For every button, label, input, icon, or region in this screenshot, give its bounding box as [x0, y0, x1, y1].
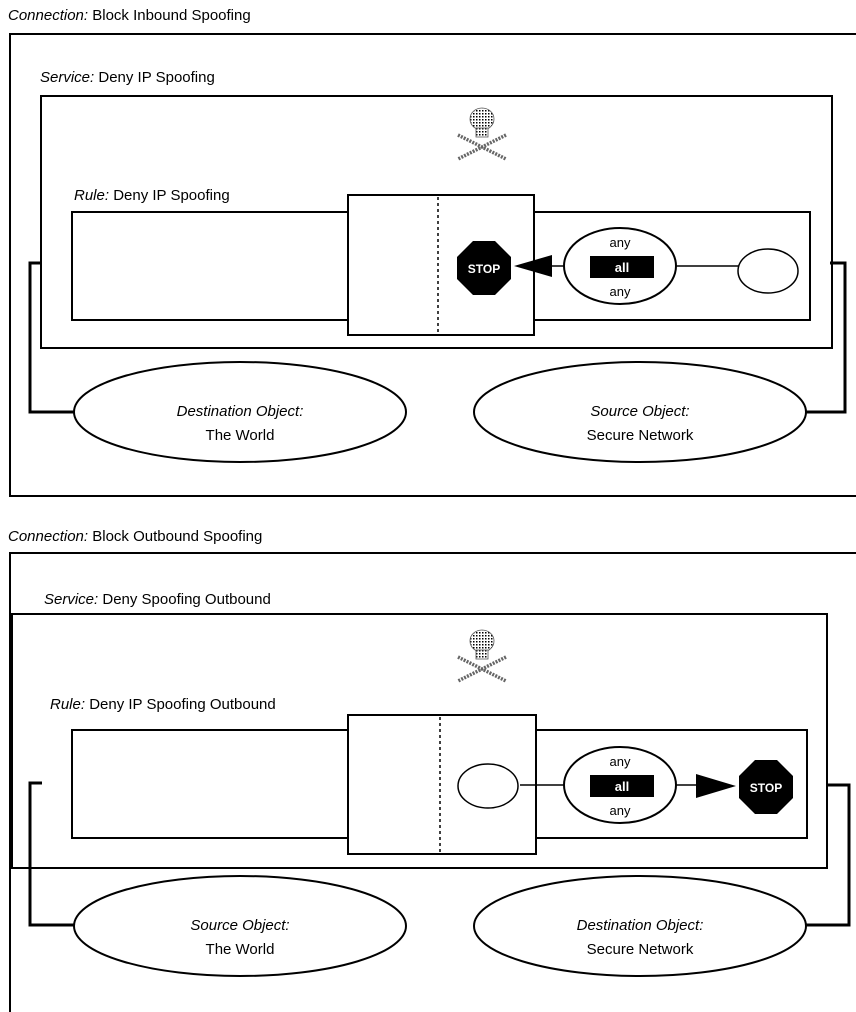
stop-label-2: STOP — [750, 781, 782, 795]
source-object-1 — [473, 361, 807, 463]
flow-any-top-2: any — [610, 754, 631, 769]
connection-title-1: Connection: Block Inbound Spoofing — [8, 7, 251, 24]
flow-any-bottom-1: any — [610, 284, 631, 299]
left-object-role-2: Source Object: — [190, 917, 289, 934]
flow-arrowhead-2 — [696, 774, 736, 798]
stop-sign-icon — [457, 241, 511, 295]
flow-any-bottom-2: any — [610, 803, 631, 818]
skull-crossbones-icon — [456, 106, 508, 161]
right-object-role-1: Source Object: — [590, 403, 689, 420]
left-object-name-2: The World — [206, 941, 275, 958]
right-object-role-2: Destination Object: — [577, 917, 704, 934]
skull-crossbones-icon — [456, 628, 508, 683]
left-object-role-1: Destination Object: — [177, 403, 304, 420]
connection-title-2: Connection: Block Outbound Spoofing — [8, 528, 262, 545]
source-node-1 — [737, 248, 799, 294]
left-wire-2 — [28, 781, 80, 927]
rule-title-2: Rule: Deny IP Spoofing Outbound — [50, 696, 276, 713]
right-object-name-1: Secure Network — [587, 427, 694, 444]
flow-all-label-1: all — [615, 260, 629, 275]
left-wire-1 — [28, 261, 80, 414]
service-box-1 — [40, 95, 833, 349]
flow-all-label-bg-2 — [590, 775, 654, 797]
right-wire-1 — [800, 261, 847, 414]
connection-box-1 — [9, 33, 856, 497]
service-title-1: Service: Deny IP Spoofing — [40, 69, 215, 86]
flow-arrowhead-1 — [514, 255, 552, 277]
source-object-2 — [73, 875, 407, 977]
destination-object-2 — [473, 875, 807, 977]
rule-title-1: Rule: Deny IP Spoofing — [74, 187, 230, 204]
flow-all-label-bg-1 — [590, 256, 654, 278]
destination-object-1 — [73, 361, 407, 463]
flow-any-top-1: any — [610, 235, 631, 250]
stop-sign-icon — [739, 760, 793, 814]
service-box-2 — [11, 613, 828, 869]
service-title-2: Service: Deny Spoofing Outbound — [44, 591, 271, 608]
connection-box-2 — [9, 552, 856, 1012]
left-object-name-1: The World — [206, 427, 275, 444]
right-wire-2 — [800, 783, 851, 927]
right-object-name-2: Secure Network — [587, 941, 694, 958]
panel-outbound: Connection: Block Outbound Spoofing Serv… — [8, 528, 856, 1012]
panel-inbound: Connection: Block Inbound Spoofing Servi… — [8, 7, 856, 497]
flow-all-label-2: all — [615, 779, 629, 794]
stop-label-1: STOP — [468, 262, 500, 276]
source-node-2 — [457, 763, 519, 809]
